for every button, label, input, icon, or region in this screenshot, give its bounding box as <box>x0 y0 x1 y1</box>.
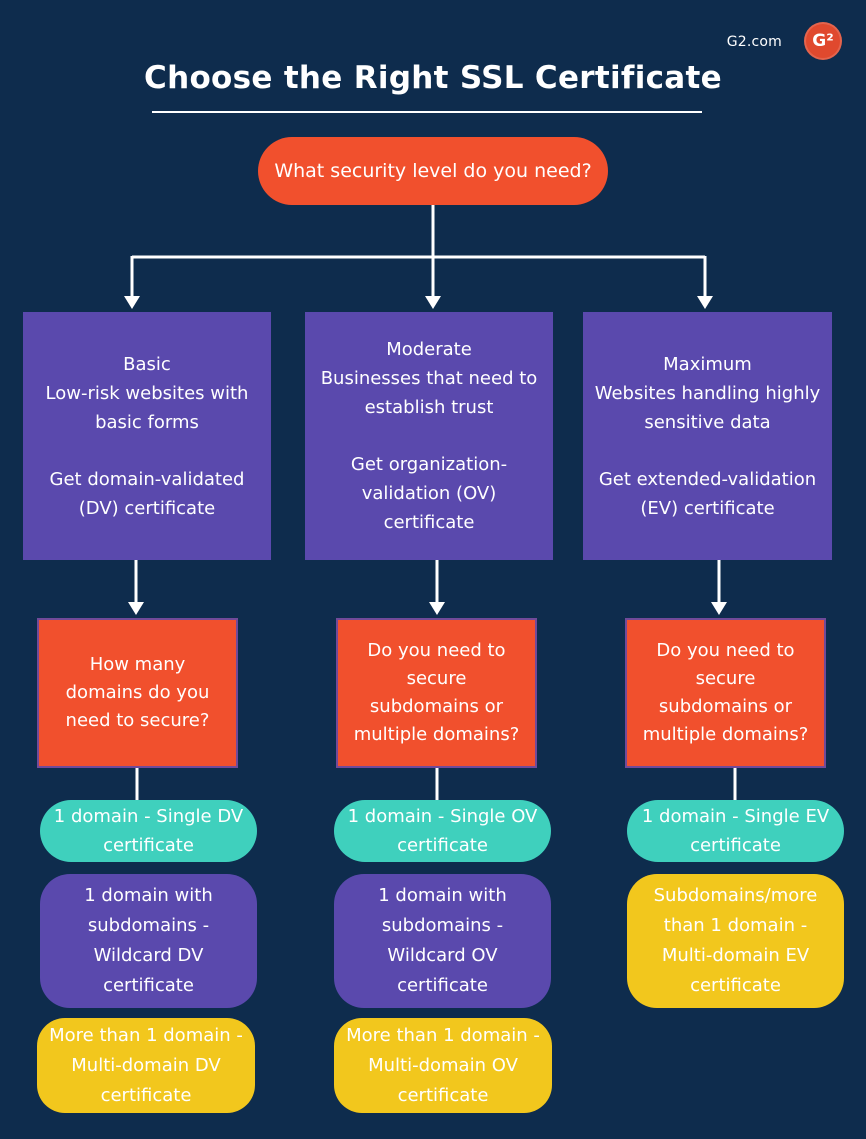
branch-description: Businesses that need to establish trust <box>320 368 538 418</box>
outcome-multidomain-ev: Subdomains/more than 1 domain - Multi-do… <box>627 874 844 1008</box>
root-question-node: What security level do you need? <box>258 137 608 205</box>
outcome-multidomain-ov: More than 1 domain - Multi-domain OV cer… <box>334 1018 552 1113</box>
brand-label: G2.com <box>726 34 782 50</box>
outcome-single-ov: 1 domain - Single OV certificate <box>334 800 551 862</box>
outcome-multidomain-dv: More than 1 domain - Multi-domain DV cer… <box>37 1018 255 1113</box>
title-underline <box>152 111 702 113</box>
branch-level: Basic <box>123 353 171 375</box>
outcome-single-dv: 1 domain - Single DV certificate <box>40 800 257 862</box>
branch-level: Moderate <box>386 339 472 360</box>
question-maximum-node: Do you need to secure subdomains or mult… <box>625 618 826 768</box>
branch-moderate-node: Moderate Businesses that need to establi… <box>305 312 553 560</box>
g2-logo-icon: G² <box>804 22 842 60</box>
branch-description: Websites handling highly sensitive data <box>594 382 821 433</box>
branch-recommendation: Get organization-validation (OV) certifi… <box>350 454 508 533</box>
outcome-wildcard-ov: 1 domain with subdomains - Wildcard OV c… <box>334 874 551 1008</box>
question-moderate-node: Do you need to secure subdomains or mult… <box>336 618 537 768</box>
branch-description: Low-risk websites with basic forms <box>45 382 249 433</box>
branch-maximum-node: Maximum Websites handling highly sensiti… <box>583 312 832 560</box>
question-basic-node: How many domains do you need to secure? <box>37 618 238 768</box>
outcome-single-ev: 1 domain - Single EV certificate <box>627 800 844 862</box>
branch-recommendation: Get extended-validation (EV) certificate <box>598 468 817 519</box>
outcome-wildcard-dv: 1 domain with subdomains - Wildcard DV c… <box>40 874 257 1008</box>
branch-level: Maximum <box>663 353 752 375</box>
page-title: Choose the Right SSL Certificate <box>144 60 722 96</box>
branch-recommendation: Get domain-validated (DV) certificate <box>49 468 245 519</box>
branch-basic-node: Basic Low-risk websites with basic forms… <box>23 312 271 560</box>
